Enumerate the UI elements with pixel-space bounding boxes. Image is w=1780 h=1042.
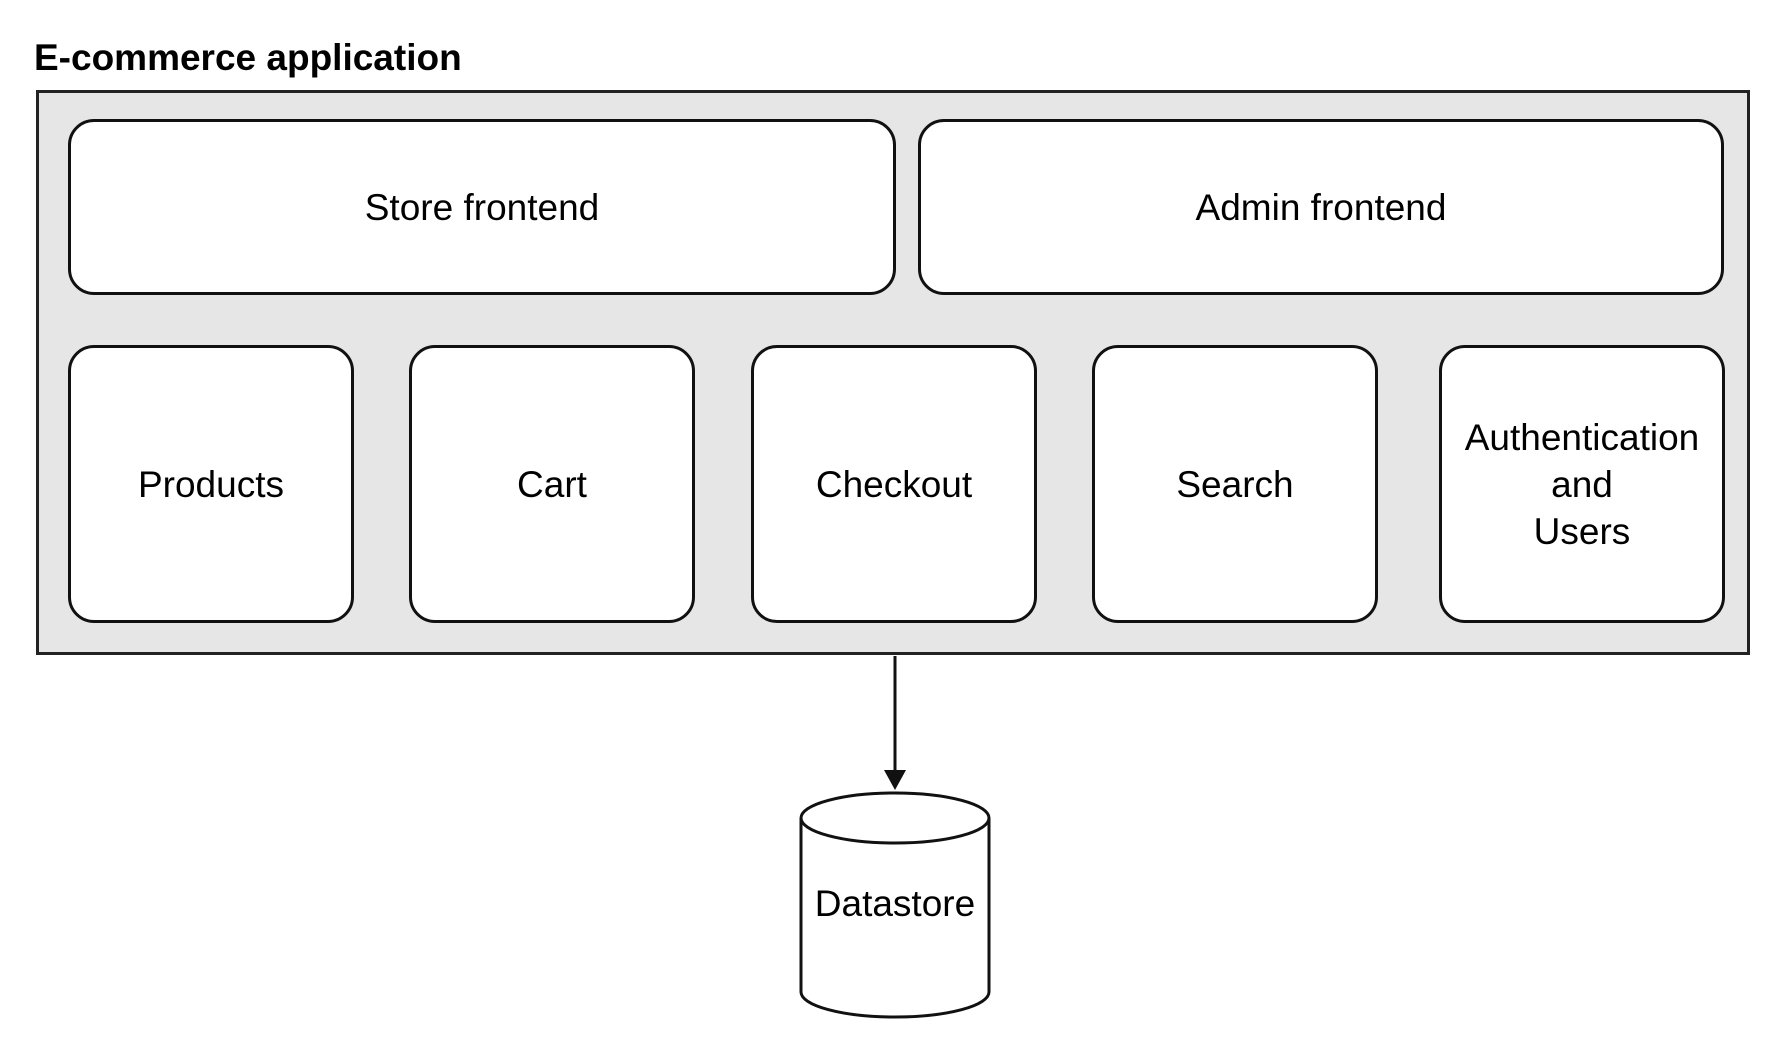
store-frontend-box: Store frontend — [68, 119, 896, 295]
authentication-and-users-box: Authentication and Users — [1439, 345, 1725, 623]
arrowhead-icon — [884, 770, 906, 790]
checkout-label: Checkout — [815, 463, 973, 505]
cart-box: Cart — [409, 345, 695, 623]
search-label: Search — [1176, 463, 1294, 505]
search-box: Search — [1092, 345, 1378, 623]
products-label: Products — [137, 463, 284, 505]
authentication-and-users-label: Authentication and Users — [1464, 416, 1700, 552]
datastore-label: Datastore — [814, 883, 976, 924]
cart-label: Cart — [517, 463, 587, 505]
checkout-box: Checkout — [751, 345, 1037, 623]
admin-frontend-box: Admin frontend — [918, 119, 1724, 295]
admin-frontend-label: Admin frontend — [1195, 186, 1447, 228]
store-frontend-label: Store frontend — [364, 186, 600, 228]
products-box: Products — [68, 345, 354, 623]
diagram-title: E-commerce application — [34, 37, 462, 78]
datastore-cylinder-top — [799, 791, 991, 845]
